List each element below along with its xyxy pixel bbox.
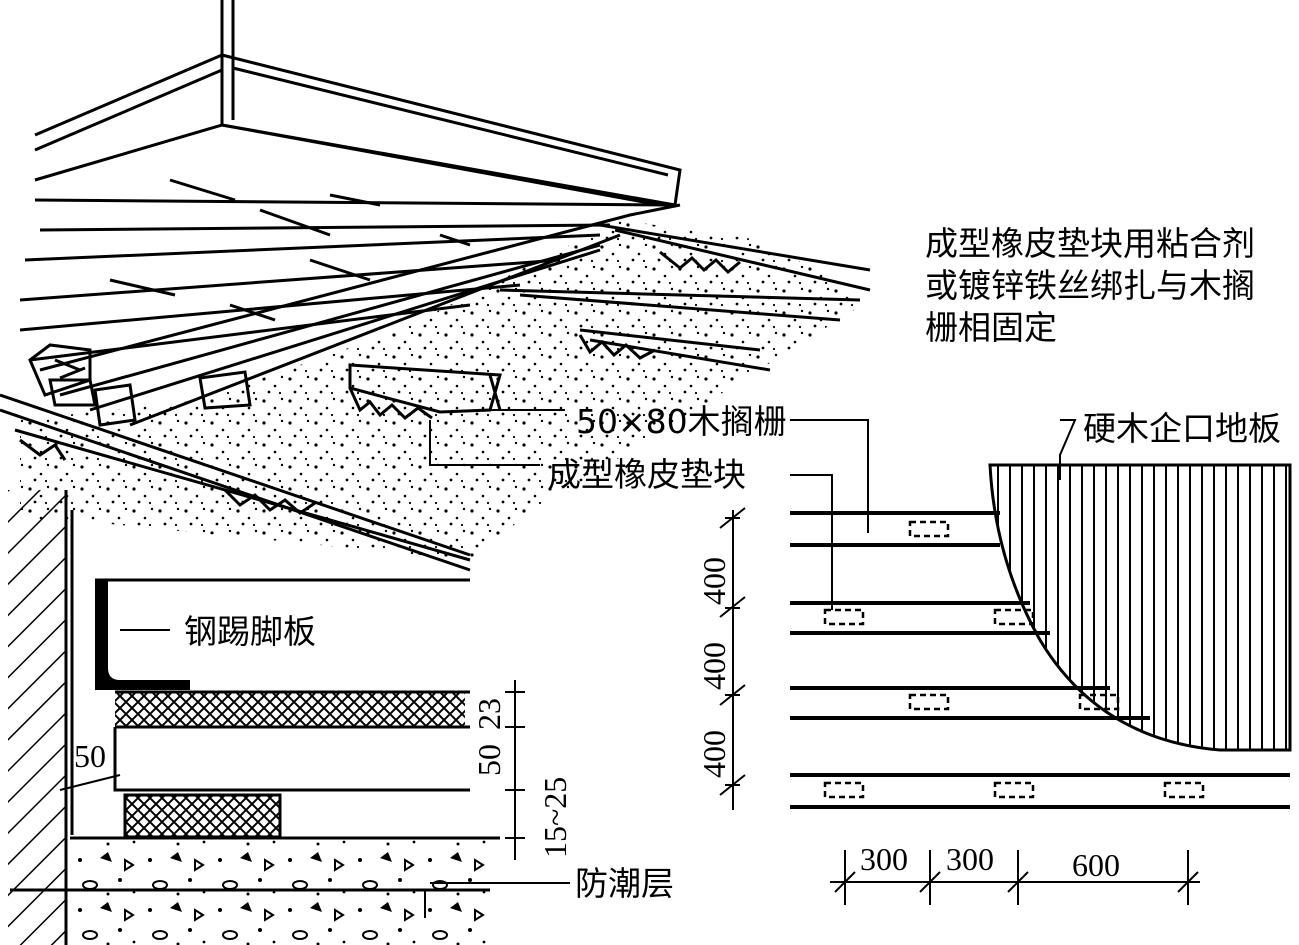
note-line-2: 或镀锌铁丝绑扎与木搁 — [925, 266, 1255, 305]
iso-back-joists — [499, 223, 871, 372]
iso-front-joist — [0, 393, 471, 572]
iso-skirting — [220, 53, 682, 207]
section-concrete — [70, 840, 490, 945]
dim-pad-2: 300 — [946, 841, 994, 877]
iso-floorboards — [19, 53, 681, 427]
dim-pad-height: 15~25 — [537, 777, 573, 858]
dim-joist-height: 50 — [471, 744, 507, 776]
iso-board-ends — [28, 343, 252, 427]
plan-pads — [823, 520, 1205, 799]
plan-vertical-dims — [719, 507, 746, 810]
section-hardwood-layer — [115, 692, 465, 727]
plan-horizontal-dims — [830, 850, 1200, 905]
dim-pad-3: 600 — [1072, 847, 1120, 883]
dampproof-label: 防潮层 — [575, 864, 674, 903]
joist-label: 50×80木搁栅 — [576, 402, 787, 441]
note-line-1: 成型橡皮垫块用粘合剂 — [925, 224, 1255, 263]
steel-skirting-label: 钢踢脚板 — [184, 612, 316, 651]
plan-leaders — [429, 409, 1077, 610]
section-dim-lines — [59, 680, 525, 860]
isometric-view — [0, 0, 871, 572]
plan-hardwood-area — [988, 463, 1292, 752]
section-view — [8, 490, 570, 945]
dim-floor-thickness: 23 — [471, 698, 507, 730]
iso-wall-back — [220, 0, 235, 125]
dim-spacing-1: 400 — [696, 557, 732, 605]
section-wall — [8, 490, 66, 945]
plan-view — [429, 409, 1292, 905]
dim-wall-offset: 50 — [74, 738, 106, 774]
rubber-pad-label: 成型橡皮垫块 — [548, 455, 746, 494]
note-line-3: 栅相固定 — [925, 308, 1057, 347]
dim-pad-1: 300 — [860, 841, 908, 877]
section-rubber-pad — [123, 793, 282, 839]
plan-joists — [790, 511, 1290, 809]
hardwood-floor-label: 硬木企口地板 — [1083, 409, 1281, 448]
iso-joist — [348, 363, 502, 420]
dim-spacing-3: 400 — [696, 730, 732, 778]
dim-spacing-2: 400 — [696, 642, 732, 690]
steel-skirting-shape — [95, 580, 190, 690]
